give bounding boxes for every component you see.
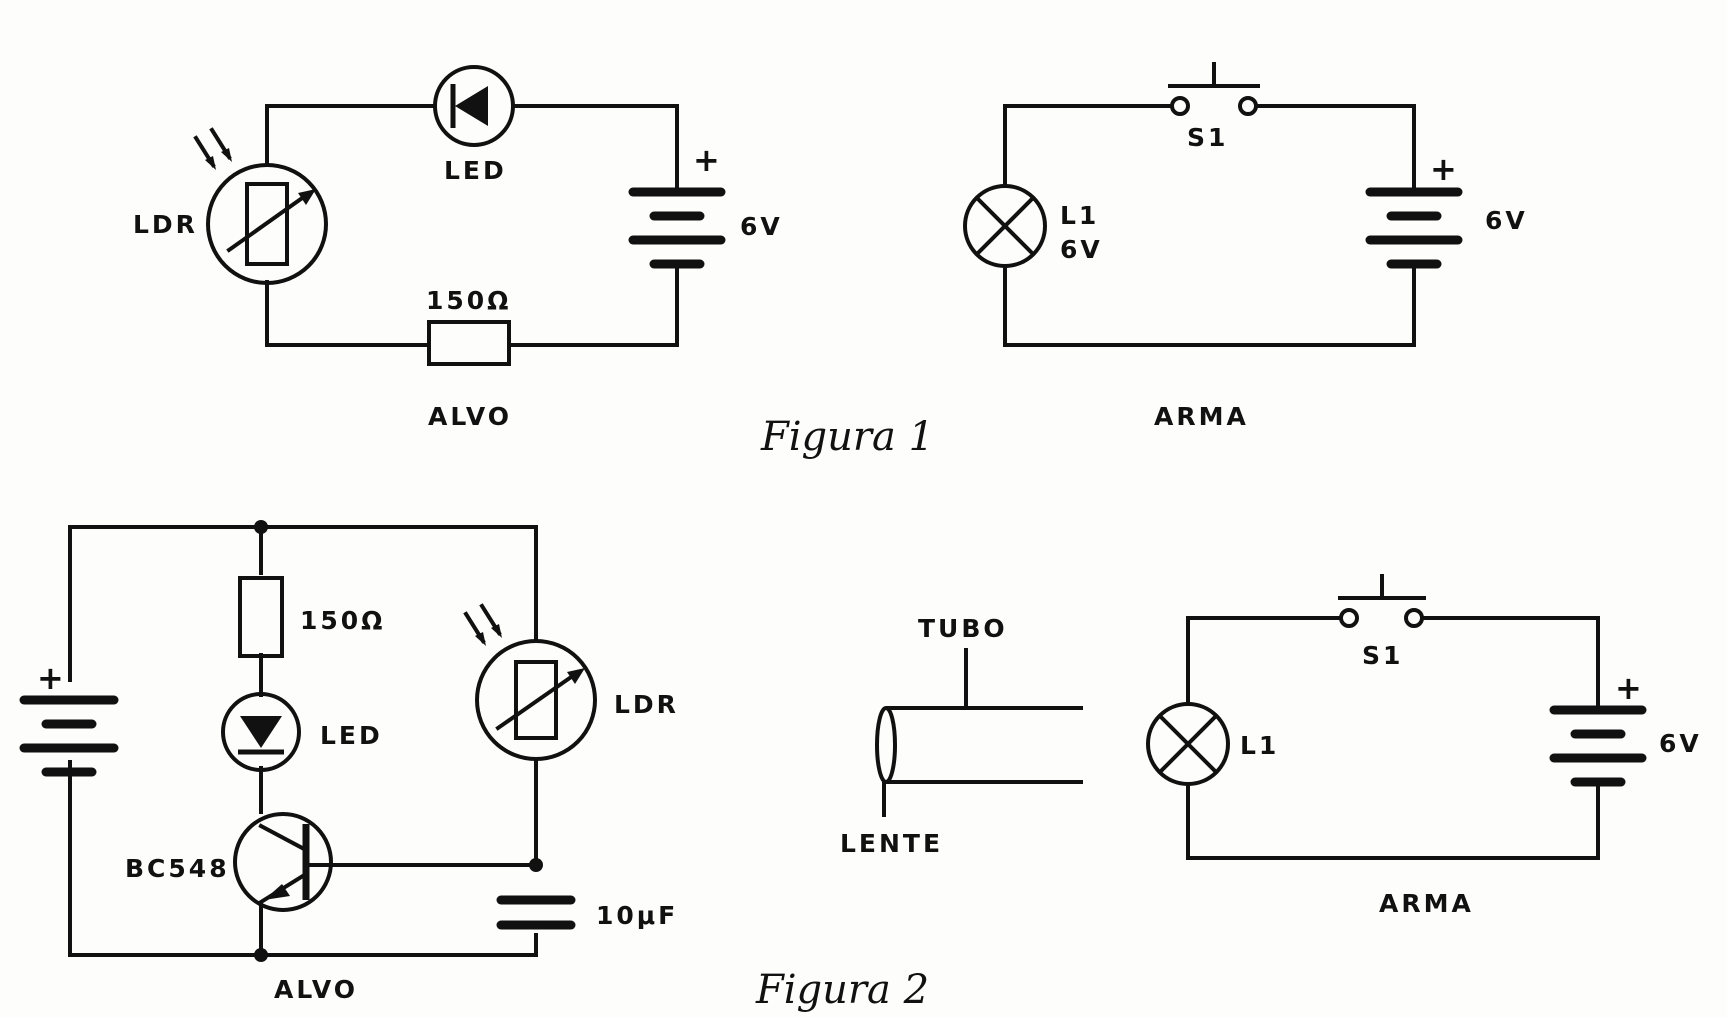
fig1-switch-s1: [1168, 62, 1260, 116]
fig2-lens-label: LENTE: [840, 829, 943, 858]
fig2-alvo-circuit: + 150Ω LED LDR BC548 10μF ALVO: [19, 520, 679, 1004]
fig2-arma-title: ARMA: [1379, 889, 1474, 918]
fig1-ldr-symbol: [193, 127, 328, 285]
fig2-capacitor-label: 10μF: [596, 901, 678, 930]
fig2-ldr-symbol: [463, 603, 597, 761]
fig1-alvo-battery-label: 6V: [740, 212, 783, 241]
fig2-capacitor-10uf: [496, 895, 576, 930]
fig1-alvo-plus: +: [693, 141, 723, 179]
fig2-switch-s1: [1338, 574, 1426, 628]
fig1-arma-circuit: S1 L1 6V + 6V ARMA: [963, 62, 1528, 431]
fig2-junction-top: [254, 520, 268, 534]
fig2-alvo-title: ALVO: [274, 975, 358, 1004]
fig2-lamp-l1: [1146, 702, 1230, 786]
fig2-junction-bottom: [254, 948, 268, 962]
fig1-arma-title: ARMA: [1154, 402, 1249, 431]
fig1-lamp-label: L1: [1060, 201, 1099, 230]
fig2-tube-assembly: TUBO LENTE: [840, 614, 1083, 858]
fig1-switch-label: S1: [1187, 123, 1228, 152]
fig1-alvo-wires: [265, 104, 679, 347]
fig2-alvo-plus: +: [37, 659, 67, 697]
fig2-ldr-label: LDR: [614, 690, 679, 719]
fig2-switch-label: S1: [1362, 641, 1403, 670]
fig2-resistor: [238, 576, 284, 658]
fig1-battery-arma: [1365, 187, 1463, 269]
fig1-arma-battery-label: 6V: [1485, 206, 1528, 235]
fig1-alvo-title: ALVO: [428, 402, 512, 431]
fig2-led-symbol: [221, 692, 301, 772]
fig2-tube-label: TUBO: [918, 614, 1008, 643]
fig1-arma-wires: [1003, 104, 1416, 347]
fig1-lamp-l1: [963, 184, 1047, 268]
fig2-battery-arma: [1549, 705, 1647, 787]
fig1-resistor-label: 150Ω: [426, 286, 511, 315]
fig1-arma-plus: +: [1430, 150, 1460, 188]
fig2-arma-battery-label: 6V: [1659, 729, 1702, 758]
fig2-junction-cap: [529, 858, 543, 872]
fig1-lamp-voltage: 6V: [1060, 235, 1103, 264]
fig2-transistor-label: BC548: [125, 854, 230, 883]
fig2-lens-ellipse: [875, 706, 897, 784]
fig2-battery-alvo: [19, 695, 119, 777]
fig1-alvo-circuit: LDR LED 150Ω + 6V ALVO: [133, 65, 783, 431]
figura-1-caption: Figura 1: [760, 414, 934, 460]
fig1-led-label: LED: [444, 156, 507, 185]
fig2-tube-body: [882, 648, 1083, 817]
fig1-resistor: [427, 320, 511, 366]
fig2-alvo-wires: [68, 525, 538, 957]
fig2-arma-circuit: S1 L1 + 6V ARMA: [1146, 574, 1702, 918]
fig1-battery-alvo: [628, 187, 726, 269]
fig2-transistor-bc548: [233, 812, 333, 912]
fig1-led-symbol: [433, 65, 515, 147]
fig2-led-label: LED: [320, 721, 383, 750]
fig1-ldr-label: LDR: [133, 210, 198, 239]
fig2-arma-wires: [1186, 616, 1600, 860]
fig2-lamp-label: L1: [1240, 731, 1279, 760]
figura-2-caption: Figura 2: [755, 967, 929, 1013]
fig2-resistor-label: 150Ω: [300, 606, 385, 635]
fig2-arma-plus: +: [1615, 669, 1645, 707]
